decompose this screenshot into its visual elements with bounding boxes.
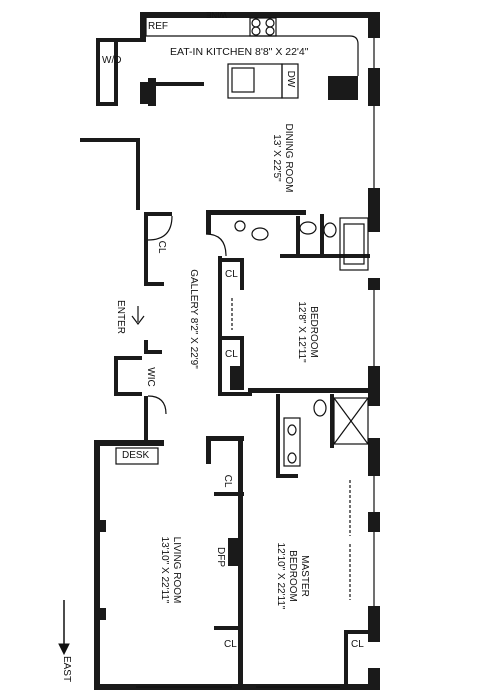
desk-label: DESK: [122, 450, 150, 461]
wic-label: WIC: [145, 367, 156, 387]
closet-label-bedroom-2: CL: [225, 349, 238, 360]
kitchen-name: EAT-IN KITCHEN: [170, 46, 253, 58]
living-dims: 13'10" X 22'11": [159, 536, 170, 604]
dw-label: DW: [285, 70, 296, 88]
bedroom-dims: 12'8" X 12'11": [296, 301, 307, 363]
enter-label: ENTER: [115, 300, 126, 334]
fixtures: [115, 17, 375, 688]
bedroom-label: BEDROOM 12'8" X 12'11": [295, 287, 319, 377]
living-name: LIVING ROOM: [171, 536, 182, 604]
master-name-2: BEDROOM: [287, 550, 298, 602]
kitchen-label: EAT-IN KITCHEN 8'8" X 22'4": [170, 47, 308, 58]
bedroom-name: BEDROOM: [308, 306, 319, 358]
wd-label: W/D: [102, 55, 122, 66]
closet-label-bedroom-1: CL: [225, 269, 238, 280]
kitchen-dims: 8'8" X 22'4": [254, 46, 309, 58]
master-name: MASTER: [299, 555, 310, 597]
dining-dims: 13' X 22'5": [271, 134, 282, 182]
east-label: EAST: [61, 655, 72, 683]
dfp-label: DFP: [215, 547, 226, 567]
dining-label: DINING ROOM 13' X 22'5": [270, 104, 294, 212]
living-label: LIVING ROOM 13'10" X 22'11": [158, 522, 182, 618]
gallery-name: GALLERY 8'2" X 22'9": [188, 269, 199, 369]
closet-label-living: CL: [222, 474, 233, 488]
east-arrow-icon: [58, 600, 70, 656]
wine-label: WINE: [206, 10, 227, 19]
walls: [80, 12, 380, 690]
gallery-label: GALLERY 8'2" X 22'9": [187, 260, 199, 378]
ref-label: REF: [148, 21, 168, 32]
master-label: MASTER BEDROOM 12'10" X 22'11": [274, 530, 310, 622]
closet-label-master: CL: [351, 639, 364, 650]
closet-label-living-2: CL: [224, 639, 237, 650]
dining-name: DINING ROOM: [283, 123, 294, 193]
master-dims: 12'10" X 22'11": [275, 542, 286, 610]
closet-label-gallery: CL: [156, 240, 167, 254]
